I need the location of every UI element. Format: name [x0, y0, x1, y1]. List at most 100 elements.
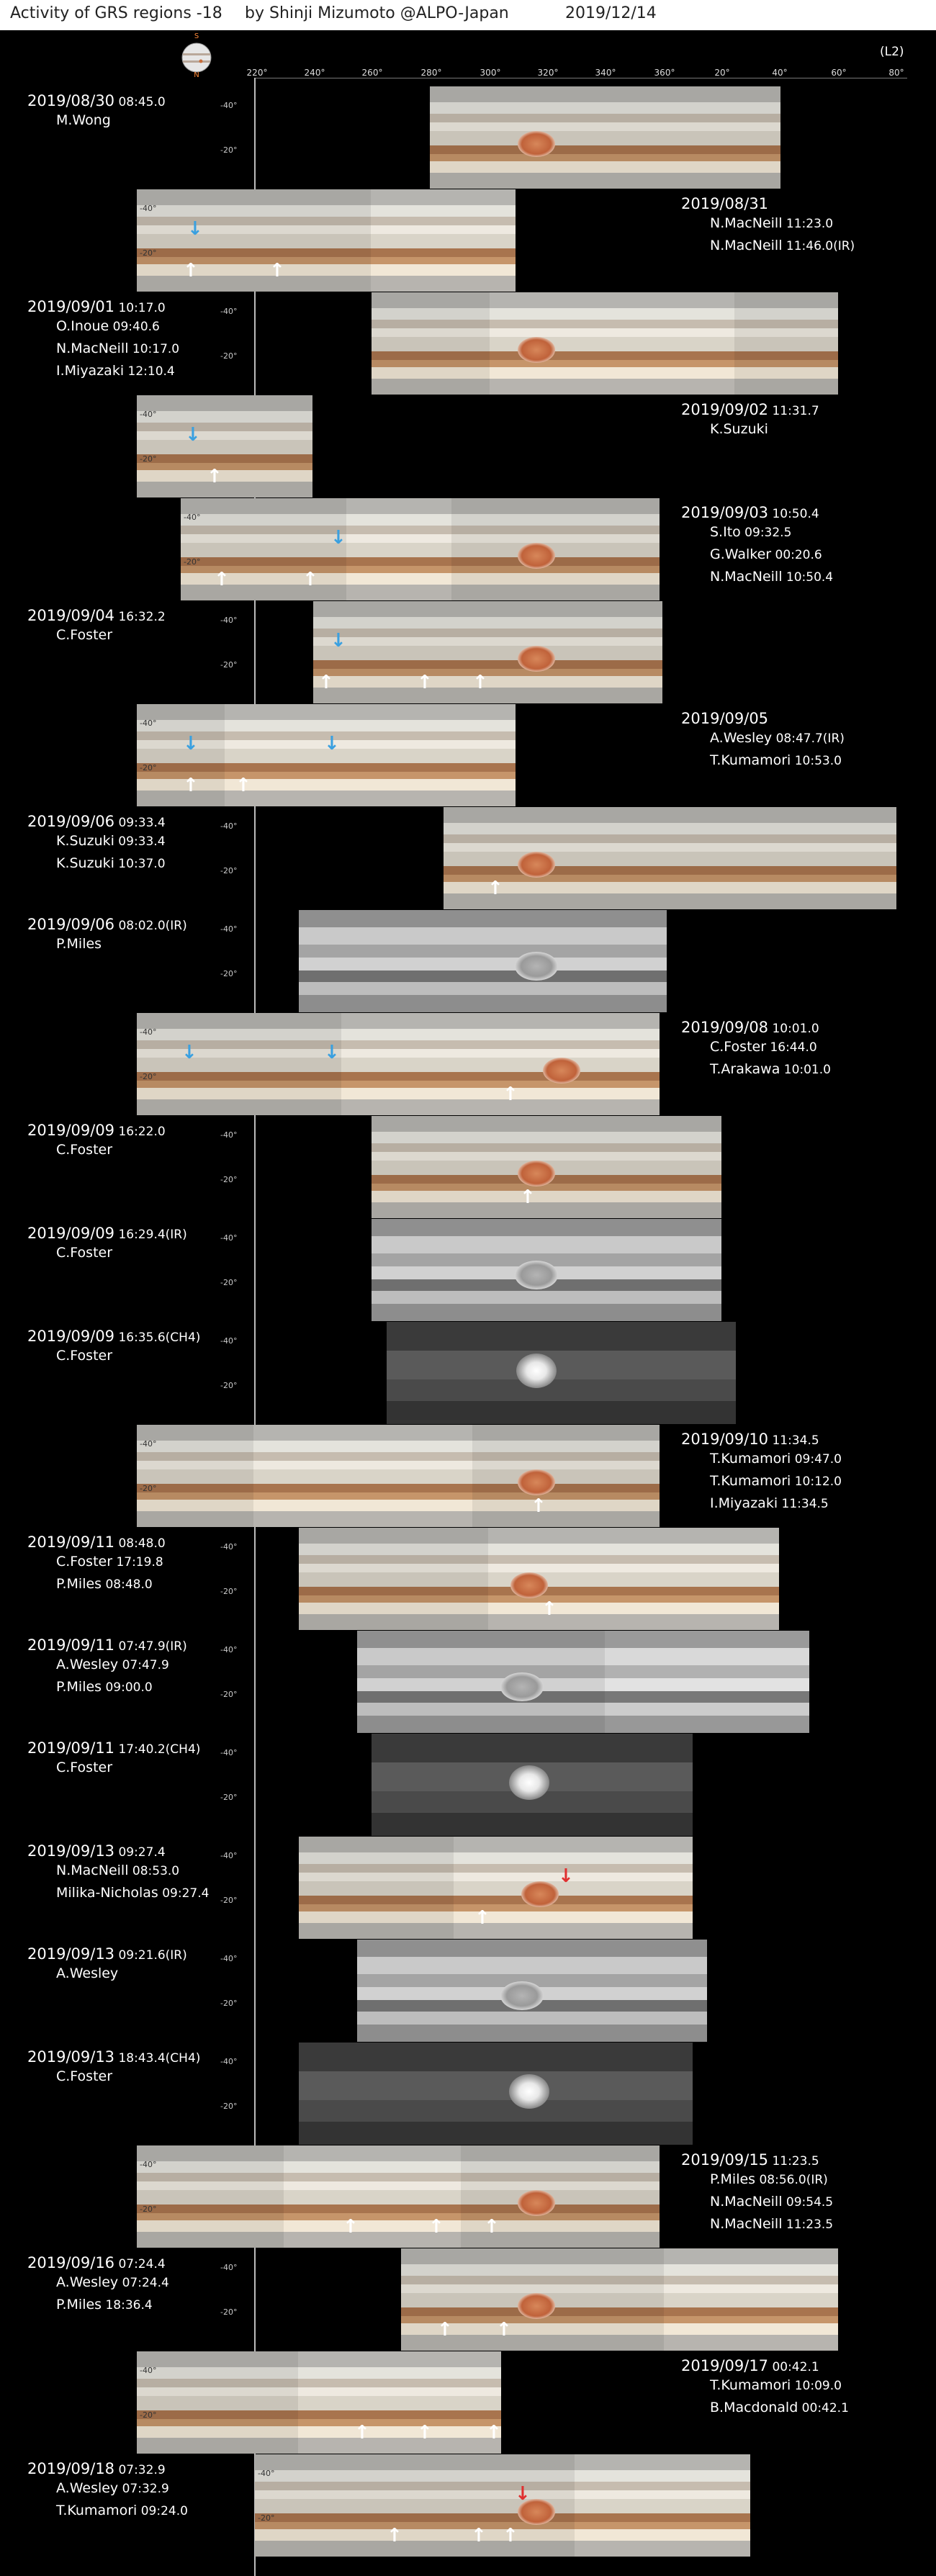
- cloud-band: [387, 1379, 736, 1401]
- image-segment: [605, 1631, 809, 1733]
- cloud-band: [299, 1564, 488, 1572]
- jupiter-color-image-strip: ↑: [372, 1116, 721, 1218]
- blue-arrow-marker: ↓: [330, 527, 346, 549]
- blue-arrow-marker: ↓: [181, 1042, 197, 1063]
- cloud-band: [451, 585, 660, 600]
- cloud-band: [461, 2181, 660, 2190]
- observation-time: 08:48.0: [114, 1536, 166, 1551]
- jupiter-ch4-image-strip: [372, 1734, 693, 1836]
- latitude-label: -20°: [220, 1587, 238, 1596]
- cloud-band: [341, 1081, 660, 1088]
- cloud-band: [298, 2396, 501, 2410]
- cloud-band: [299, 1587, 488, 1595]
- cloud-band: [451, 526, 660, 534]
- cloud-band: [181, 498, 346, 514]
- image-segment: [346, 498, 451, 600]
- cloud-band: [430, 102, 780, 114]
- cloud-band: [372, 1291, 721, 1304]
- cloud-band: [430, 131, 780, 145]
- cloud-band: [401, 2248, 664, 2264]
- observer-time: 00:20.6: [771, 548, 822, 562]
- cloud-band: [734, 308, 838, 320]
- cloud-band: [284, 2181, 461, 2190]
- observer-name: P.Miles: [56, 1679, 102, 1695]
- observation-date-text: 2019/09/01: [27, 298, 115, 315]
- latitude-label: -40°: [220, 1954, 238, 1963]
- observer-time: 07:24.4: [118, 2276, 169, 2290]
- observation-date-text: 2019/09/09: [27, 1225, 115, 1242]
- great-red-spot: [518, 2499, 555, 2525]
- image-segment: [372, 292, 490, 395]
- observer-entry: A.Wesley 08:47.7(IR): [710, 727, 845, 749]
- observer-entry: C.Foster: [56, 1139, 166, 1161]
- image-segment: [137, 1013, 341, 1115]
- cloud-band: [313, 660, 662, 669]
- cloud-band: [371, 234, 516, 248]
- cloud-band: [734, 351, 838, 360]
- cloud-band: [444, 807, 896, 823]
- white-arrow-marker: ↑: [496, 2319, 512, 2341]
- cloud-band: [299, 958, 667, 970]
- cloud-band: [137, 720, 225, 731]
- cloud-band: [461, 2232, 660, 2248]
- cloud-band: [181, 526, 346, 534]
- cloud-band: [575, 2529, 750, 2541]
- observation-time: 10:50.4: [768, 507, 819, 521]
- cloud-band: [357, 1974, 707, 1987]
- jupiter-ir-image-strip: [357, 1940, 707, 2042]
- cloud-band: [137, 189, 371, 205]
- cloud-band: [461, 2145, 660, 2161]
- observer-name: P.Miles: [56, 2297, 102, 2312]
- observation-date: 2019/09/02 11:31.7: [681, 401, 819, 418]
- cloud-band: [664, 2307, 838, 2316]
- cloud-band: [284, 2220, 461, 2232]
- observer-entry: N.MacNeill 11:23.5: [710, 2213, 833, 2235]
- cloud-band: [575, 2513, 750, 2522]
- cloud-band: [664, 2264, 838, 2276]
- cloud-band: [346, 566, 451, 573]
- cloud-band: [401, 2264, 664, 2276]
- observer-entry: N.MacNeill 10:50.4: [710, 566, 833, 588]
- observation-time: 11:34.5: [768, 1433, 819, 1448]
- cloud-band: [371, 205, 516, 217]
- observer-time: 10:37.0: [114, 857, 166, 871]
- observer-time: 09:32.5: [740, 526, 792, 540]
- cloud-band: [454, 1852, 693, 1864]
- cloud-band: [253, 1452, 472, 1461]
- jupiter-color-image-strip: ↑: [444, 807, 896, 909]
- observer-name: M.Wong: [56, 112, 111, 128]
- longitude-label: 220°: [246, 68, 268, 78]
- cloud-band: [664, 2284, 838, 2293]
- cloud-band: [371, 276, 516, 292]
- observer-name: N.MacNeill: [710, 2216, 783, 2232]
- observer-time: 11:46.0(IR): [782, 239, 855, 253]
- observation-time: 07:24.4: [114, 2257, 166, 2271]
- observer-time: 09:54.5: [782, 2195, 834, 2210]
- cloud-band: [734, 360, 838, 367]
- observation-date: 2019/09/13 09:21.6(IR): [27, 1945, 187, 1963]
- jupiter-orientation-icon: S N: [181, 32, 212, 79]
- cloud-band: [137, 431, 312, 440]
- cloud-band: [430, 161, 780, 173]
- cloud-band: [313, 601, 662, 617]
- cloud-band: [346, 585, 451, 600]
- latitude-label: -20°: [220, 351, 238, 361]
- jupiter-ir-image-strip: [357, 1631, 809, 1733]
- globe-south-label: S: [194, 32, 199, 40]
- cloud-band: [137, 1013, 341, 1029]
- observation-date: 2019/08/30 08:45.0: [27, 92, 166, 109]
- cloud-band: [299, 982, 667, 995]
- cloud-band: [341, 1072, 660, 1081]
- cloud-band: [401, 2323, 664, 2335]
- image-segment: [734, 292, 838, 395]
- cloud-band: [372, 360, 490, 367]
- great-red-spot: [543, 1058, 580, 1084]
- great-red-spot: [521, 1881, 559, 1907]
- observer-entry: N.MacNeill 08:53.0: [56, 1860, 209, 1882]
- observer-name: N.MacNeill: [710, 238, 783, 253]
- latitude-label: -20°: [140, 763, 157, 773]
- white-arrow-marker: ↑: [474, 1907, 490, 1929]
- observation-date-text: 2019/09/06: [27, 916, 115, 933]
